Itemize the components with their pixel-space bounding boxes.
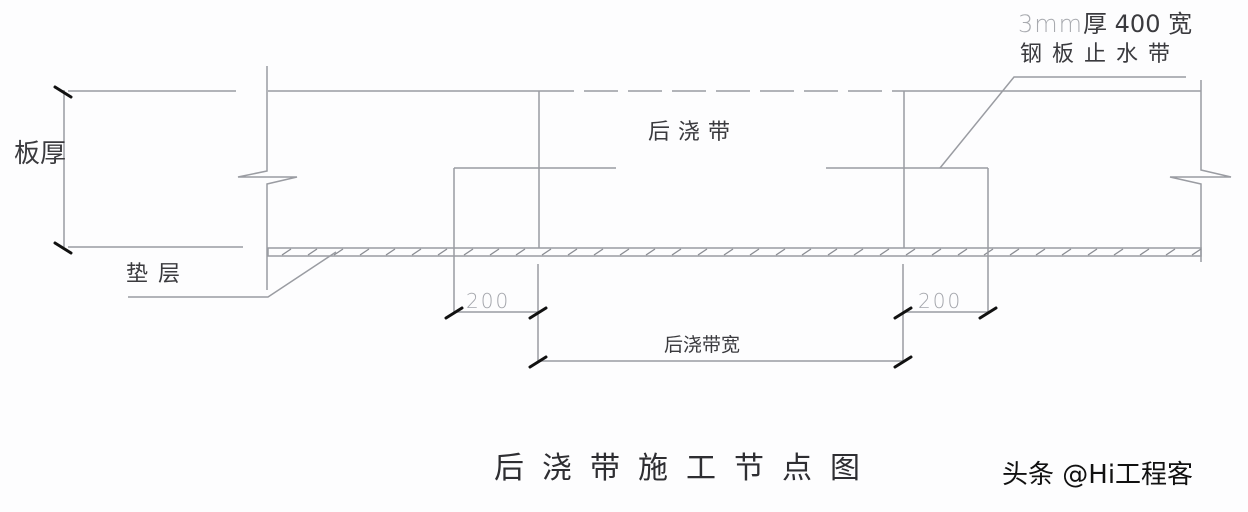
board-thickness-label: 板厚 xyxy=(14,139,67,169)
band-width-label: 后浇带宽 xyxy=(664,334,741,356)
dimension-band-width xyxy=(528,355,913,369)
cushion-layer-label: 垫层 xyxy=(126,262,191,287)
board-thickness-dimension xyxy=(53,85,243,255)
dimension-200-right-label: 200 xyxy=(918,289,963,313)
steel-waterstop-spec-label: 3mm厚 400 宽 xyxy=(1018,12,1192,36)
cushion-layer xyxy=(128,247,1202,298)
steel-width-spec: 厚 400 宽 xyxy=(1083,10,1193,38)
watermark: 头条 @Hi工程客 xyxy=(1002,460,1194,490)
dimension-200-left-label: 200 xyxy=(466,289,511,313)
post-cast-band-label: 后浇带 xyxy=(648,120,739,145)
figure-title: 后浇带施工节点图 xyxy=(494,451,878,486)
steel-waterstop xyxy=(454,76,1186,169)
left-break-line xyxy=(237,66,298,290)
right-break-line xyxy=(1169,80,1232,262)
dimension-200-left xyxy=(444,168,548,362)
steel-thickness-value: 3mm xyxy=(1018,10,1084,38)
steel-waterstop-label: 钢板止水带 xyxy=(1020,42,1181,67)
band-boundaries xyxy=(538,91,905,248)
dimension-200-right xyxy=(893,168,998,362)
